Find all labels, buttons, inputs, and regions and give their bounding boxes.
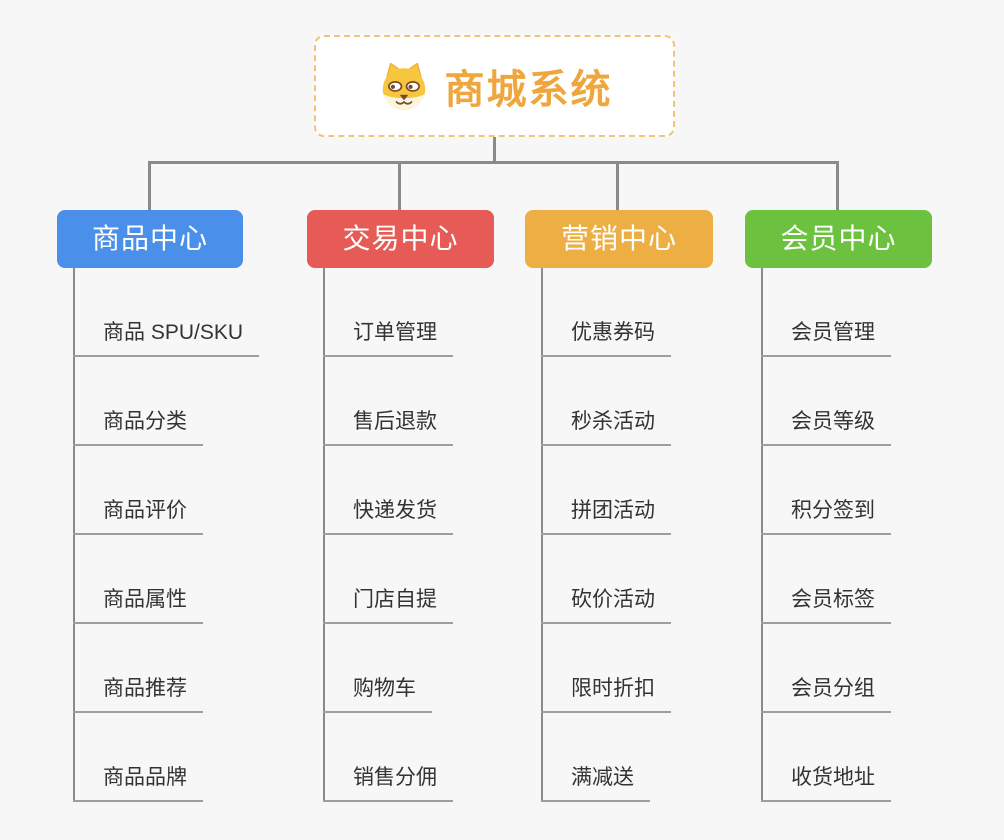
child-node[interactable]: 商品评价 [73,497,203,535]
child-node[interactable]: 会员分组 [761,675,891,713]
child-node[interactable]: 购物车 [323,675,432,713]
root-title: 商城系统 [444,68,613,112]
root-node[interactable]: 商城系统 [314,35,675,137]
connector-drop [836,161,839,211]
child-node[interactable]: 销售分佣 [323,764,453,802]
branch-column: 商品中心 商品 SPU/SKU 商品分类商品评价商品属性商品推荐商品品牌 [57,210,260,830]
branch-column: 会员中心 会员管理会员等级积分签到会员标签会员分组收货地址 [745,210,932,830]
branch-node[interactable]: 商品中心 [57,210,243,268]
connector-bus [148,161,839,164]
child-node[interactable]: 限时折扣 [541,675,671,713]
child-node[interactable]: 订单管理 [323,319,453,357]
child-node[interactable]: 门店自提 [323,586,453,624]
shiba-dog-icon [382,62,425,111]
child-node[interactable]: 会员等级 [761,408,891,446]
child-node[interactable]: 满减送 [541,764,650,802]
branch-node[interactable]: 会员中心 [745,210,932,268]
branch-column: 营销中心 优惠券码秒杀活动拼团活动砍价活动限时折扣满减送 [525,210,713,830]
child-node[interactable]: 会员管理 [761,319,891,357]
child-node[interactable]: 收货地址 [761,764,891,802]
child-node[interactable]: 秒杀活动 [541,408,671,446]
branch-column: 交易中心 订单管理售后退款快递发货门店自提购物车销售分佣 [307,210,494,830]
child-node[interactable]: 商品属性 [73,586,203,624]
root-connector-stem [493,137,496,164]
child-node[interactable]: 售后退款 [323,408,453,446]
connector-drop [148,161,151,211]
child-node[interactable]: 快递发货 [323,497,453,535]
child-node[interactable]: 砍价活动 [541,586,671,624]
child-node[interactable]: 商品分类 [73,408,203,446]
connector-drop [398,161,401,211]
branch-node[interactable]: 营销中心 [525,210,713,268]
child-node[interactable]: 会员标签 [761,586,891,624]
child-node[interactable]: 优惠券码 [541,319,671,357]
child-node[interactable]: 商品品牌 [73,764,203,802]
child-node[interactable]: 积分签到 [761,497,891,535]
child-node[interactable]: 商品 SPU/SKU [73,319,260,357]
child-node[interactable]: 商品推荐 [73,675,203,713]
connector-drop [616,161,619,211]
branch-node[interactable]: 交易中心 [307,210,494,268]
child-node[interactable]: 拼团活动 [541,497,671,535]
